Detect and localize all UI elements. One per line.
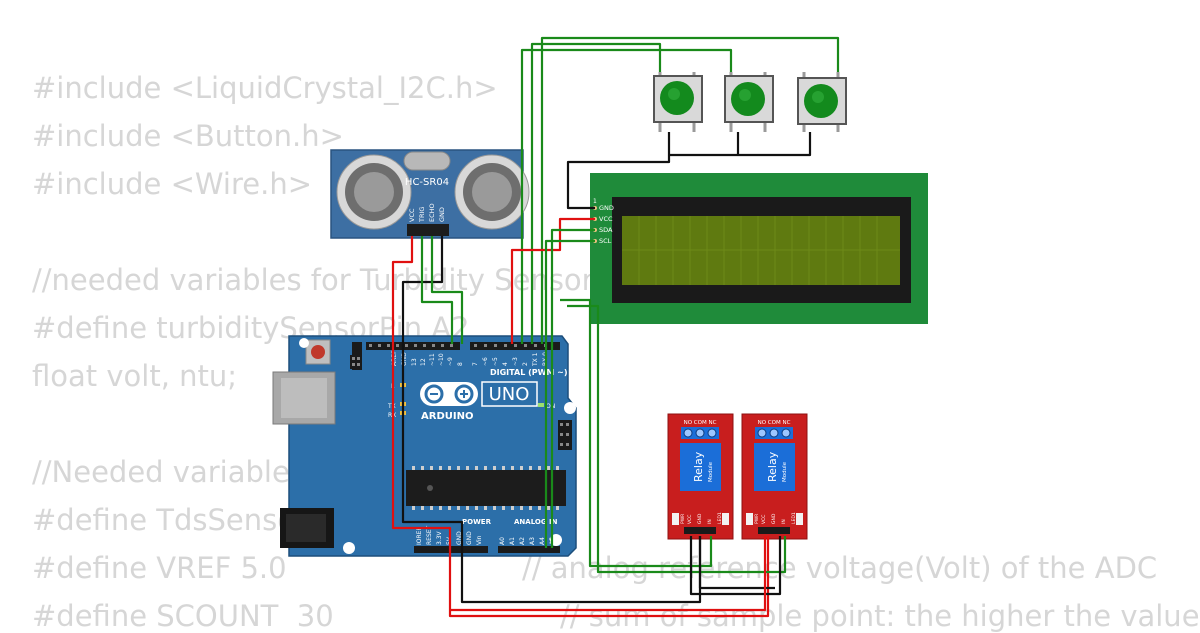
relay-terminal-label: NO COM NC	[758, 420, 791, 426]
lcd-pin-label: GND	[599, 204, 614, 212]
wire-5v-red[interactable]	[391, 236, 770, 618]
digital-pin-label: ~6	[482, 357, 489, 366]
relay-subtitle: Module	[782, 461, 788, 482]
lcd-pin-label: VCC	[599, 215, 613, 223]
digital-pin-label: 7	[472, 362, 479, 366]
wire-lcd-vcc[interactable]	[510, 217, 595, 344]
sensor-pin-label: VCC	[408, 208, 416, 222]
digital-pin-label: ~3	[512, 357, 519, 366]
power-pin-label: GND	[456, 531, 463, 545]
digital-pin-label: AREF	[391, 350, 398, 366]
arduino-model-label: UNO	[489, 384, 530, 405]
analog-header-label: ANALOG IN	[514, 518, 558, 526]
lcd-display[interactable]: 1 GND VCC SDA SCL	[590, 173, 928, 324]
analog-pin-label: A2	[519, 537, 526, 545]
relay-pin-label: GND	[697, 513, 703, 524]
analog-pin-label: A3	[529, 537, 536, 545]
arduino-brand-label: ARDUINO	[421, 411, 473, 422]
relay-subtitle: Module	[708, 461, 714, 482]
digital-pin-label: 8	[457, 362, 464, 366]
relay-pin-label: IN	[781, 519, 787, 524]
wire-relay-2-in[interactable]	[567, 304, 787, 574]
digital-pin-label: 4	[502, 362, 509, 366]
relay-pin-label: GND	[771, 513, 777, 524]
wires	[391, 36, 840, 618]
relay-title: Relay	[766, 451, 779, 482]
power-pin-label: GND	[466, 531, 473, 545]
push-button-2[interactable]	[724, 72, 774, 132]
power-pin-label: RESET	[426, 525, 433, 545]
wire-lcd-gnd[interactable]	[566, 155, 671, 210]
analog-pin-label: A4	[539, 537, 546, 545]
wire-button-3[interactable]	[540, 36, 840, 344]
wire-relay-1-in[interactable]	[560, 298, 713, 568]
relay-pin-label: VCC	[761, 515, 767, 524]
wire-echo[interactable]	[430, 236, 464, 344]
code-line: #include <Button.h>	[32, 119, 344, 153]
relay-terminal-label: NO COM NC	[684, 420, 717, 426]
relay-module-2[interactable]: NO COM NC Relay Module PWR LED1 VCC GND …	[741, 413, 808, 540]
power-pin-label: IOREF	[416, 527, 423, 545]
digital-pin-label: ~10	[438, 353, 445, 366]
led-label: ON	[546, 403, 555, 410]
push-button-1[interactable]	[653, 72, 703, 132]
digital-pin-label: GND	[401, 352, 408, 366]
code-comment-scount: // sum of sample point: the higher the v…	[560, 599, 1200, 633]
power-pin-label: Vin	[476, 535, 483, 545]
sensor-pin-label: GND	[438, 207, 446, 222]
wire-lcd-scl[interactable]	[544, 239, 595, 548]
code-line: #define SCOUNT 30	[32, 599, 334, 633]
relay-pin-label: IN	[707, 519, 713, 524]
code-line: #include <LiquidCrystal_I2C.h>	[32, 71, 498, 105]
wire-relay-gnd[interactable]	[689, 536, 782, 596]
wire-buttons-gnd[interactable]	[667, 132, 812, 157]
lcd-pin-label: SDA	[599, 226, 613, 234]
code-line: float volt, ntu;	[32, 359, 238, 393]
sensor-model-label: HC-SR04	[405, 177, 449, 188]
wire-relay-vcc[interactable]	[450, 536, 767, 612]
digital-pin-label: TX 1	[532, 352, 539, 367]
analog-pin-label: A0	[499, 537, 506, 545]
digital-pin-label: ~9	[447, 357, 454, 366]
code-comment-vref: // analog reference voltage(Volt) of the…	[522, 551, 1158, 585]
sensor-pin-label: TRIG	[418, 207, 426, 223]
relay-led-label: PWR	[754, 514, 760, 524]
wire-button-2[interactable]	[520, 48, 733, 344]
wire-lcd-sda[interactable]	[550, 228, 595, 548]
relay-led-label: LED1	[717, 512, 723, 524]
wire-trig[interactable]	[420, 236, 454, 344]
push-button-3[interactable]	[797, 72, 847, 132]
digital-pin-label: ~11	[429, 353, 436, 366]
wire-gnd-black[interactable]	[401, 236, 702, 604]
code-line: #include <Wire.h>	[32, 167, 313, 201]
led-label: TX	[387, 403, 396, 410]
relay-led-label: LED1	[791, 512, 797, 524]
ultrasonic-sensor[interactable]: HC-SR04 VCC TRIG ECHO GND	[330, 149, 530, 239]
sensor-pin-label: ECHO	[428, 203, 436, 222]
lcd-pin-one-label: 1	[593, 198, 597, 205]
relay-pin-label: VCC	[687, 515, 693, 524]
code-line: #define VREF 5.0	[32, 551, 287, 585]
relay-title: Relay	[692, 451, 705, 482]
digital-header-label: DIGITAL (PWM ~)	[490, 368, 568, 377]
power-pin-label: 3.3V	[436, 530, 443, 545]
wire-button-1[interactable]	[530, 42, 662, 344]
relay-led-label: PWR	[680, 514, 686, 524]
digital-pin-label: 2	[522, 362, 529, 366]
digital-pin-label: 13	[411, 358, 418, 366]
analog-pin-label: A1	[509, 537, 516, 545]
lcd-pin-label: SCL	[599, 237, 612, 245]
power-header-label: POWER	[462, 518, 492, 526]
relay-module-1[interactable]: NO COM NC Relay Module PWR LED1 VCC GND …	[667, 413, 734, 540]
digital-header-strip	[366, 342, 460, 350]
digital-pin-label: ~5	[492, 357, 499, 366]
digital-pin-label: 12	[420, 358, 427, 366]
